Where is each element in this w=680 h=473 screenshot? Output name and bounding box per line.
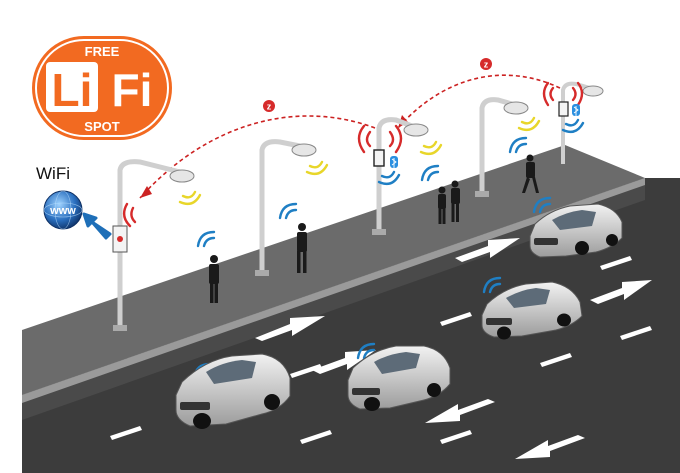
logo-main-right: Fi	[112, 64, 153, 116]
signal-waves	[122, 81, 585, 380]
wifi-label: WiFi	[36, 164, 70, 183]
person-5	[522, 154, 539, 193]
relay-arc-1	[139, 115, 376, 199]
bluetooth-icon	[572, 104, 580, 116]
logo-main-left: Li	[52, 64, 93, 116]
person-3	[438, 186, 446, 224]
person-4	[451, 180, 460, 222]
street-lamp-1	[112, 159, 195, 331]
arrow-left-2	[455, 238, 520, 262]
relay-z-icon: z	[263, 100, 275, 112]
globe-text: www	[49, 205, 76, 217]
cars	[175, 203, 623, 429]
bluetooth-icon	[390, 156, 398, 168]
arrow-right-2	[515, 435, 585, 459]
uplink-arrow	[82, 212, 112, 240]
street-lamp-2	[255, 139, 317, 276]
lifi-logo: FREE Li Fi SPOT	[32, 36, 172, 140]
logo-bottom-text: SPOT	[84, 119, 119, 134]
relay-z-icon: z	[480, 58, 492, 70]
sidewalk	[22, 145, 645, 403]
arrow-right-1	[425, 399, 495, 423]
pedestrians	[209, 154, 539, 303]
car-4	[529, 203, 623, 258]
arrow-left-1	[255, 316, 325, 341]
person-2	[297, 223, 307, 273]
relay-badge-label-2: z	[484, 60, 489, 70]
person-1	[209, 255, 219, 303]
relay-arc-2	[397, 74, 561, 129]
relay-badge-label-1: z	[267, 102, 272, 112]
car-2	[347, 345, 451, 411]
street-lamp-5	[558, 81, 604, 164]
arrow-left-4	[590, 280, 652, 304]
globe-icon: www	[43, 190, 83, 230]
street-lamp-4	[475, 97, 529, 197]
car-1	[175, 353, 291, 429]
direction-arrows	[255, 238, 652, 459]
arrow-left-3	[312, 350, 376, 374]
street-lamp-3	[372, 117, 429, 235]
car-3	[481, 281, 583, 340]
logo-top-text: FREE	[85, 44, 120, 59]
